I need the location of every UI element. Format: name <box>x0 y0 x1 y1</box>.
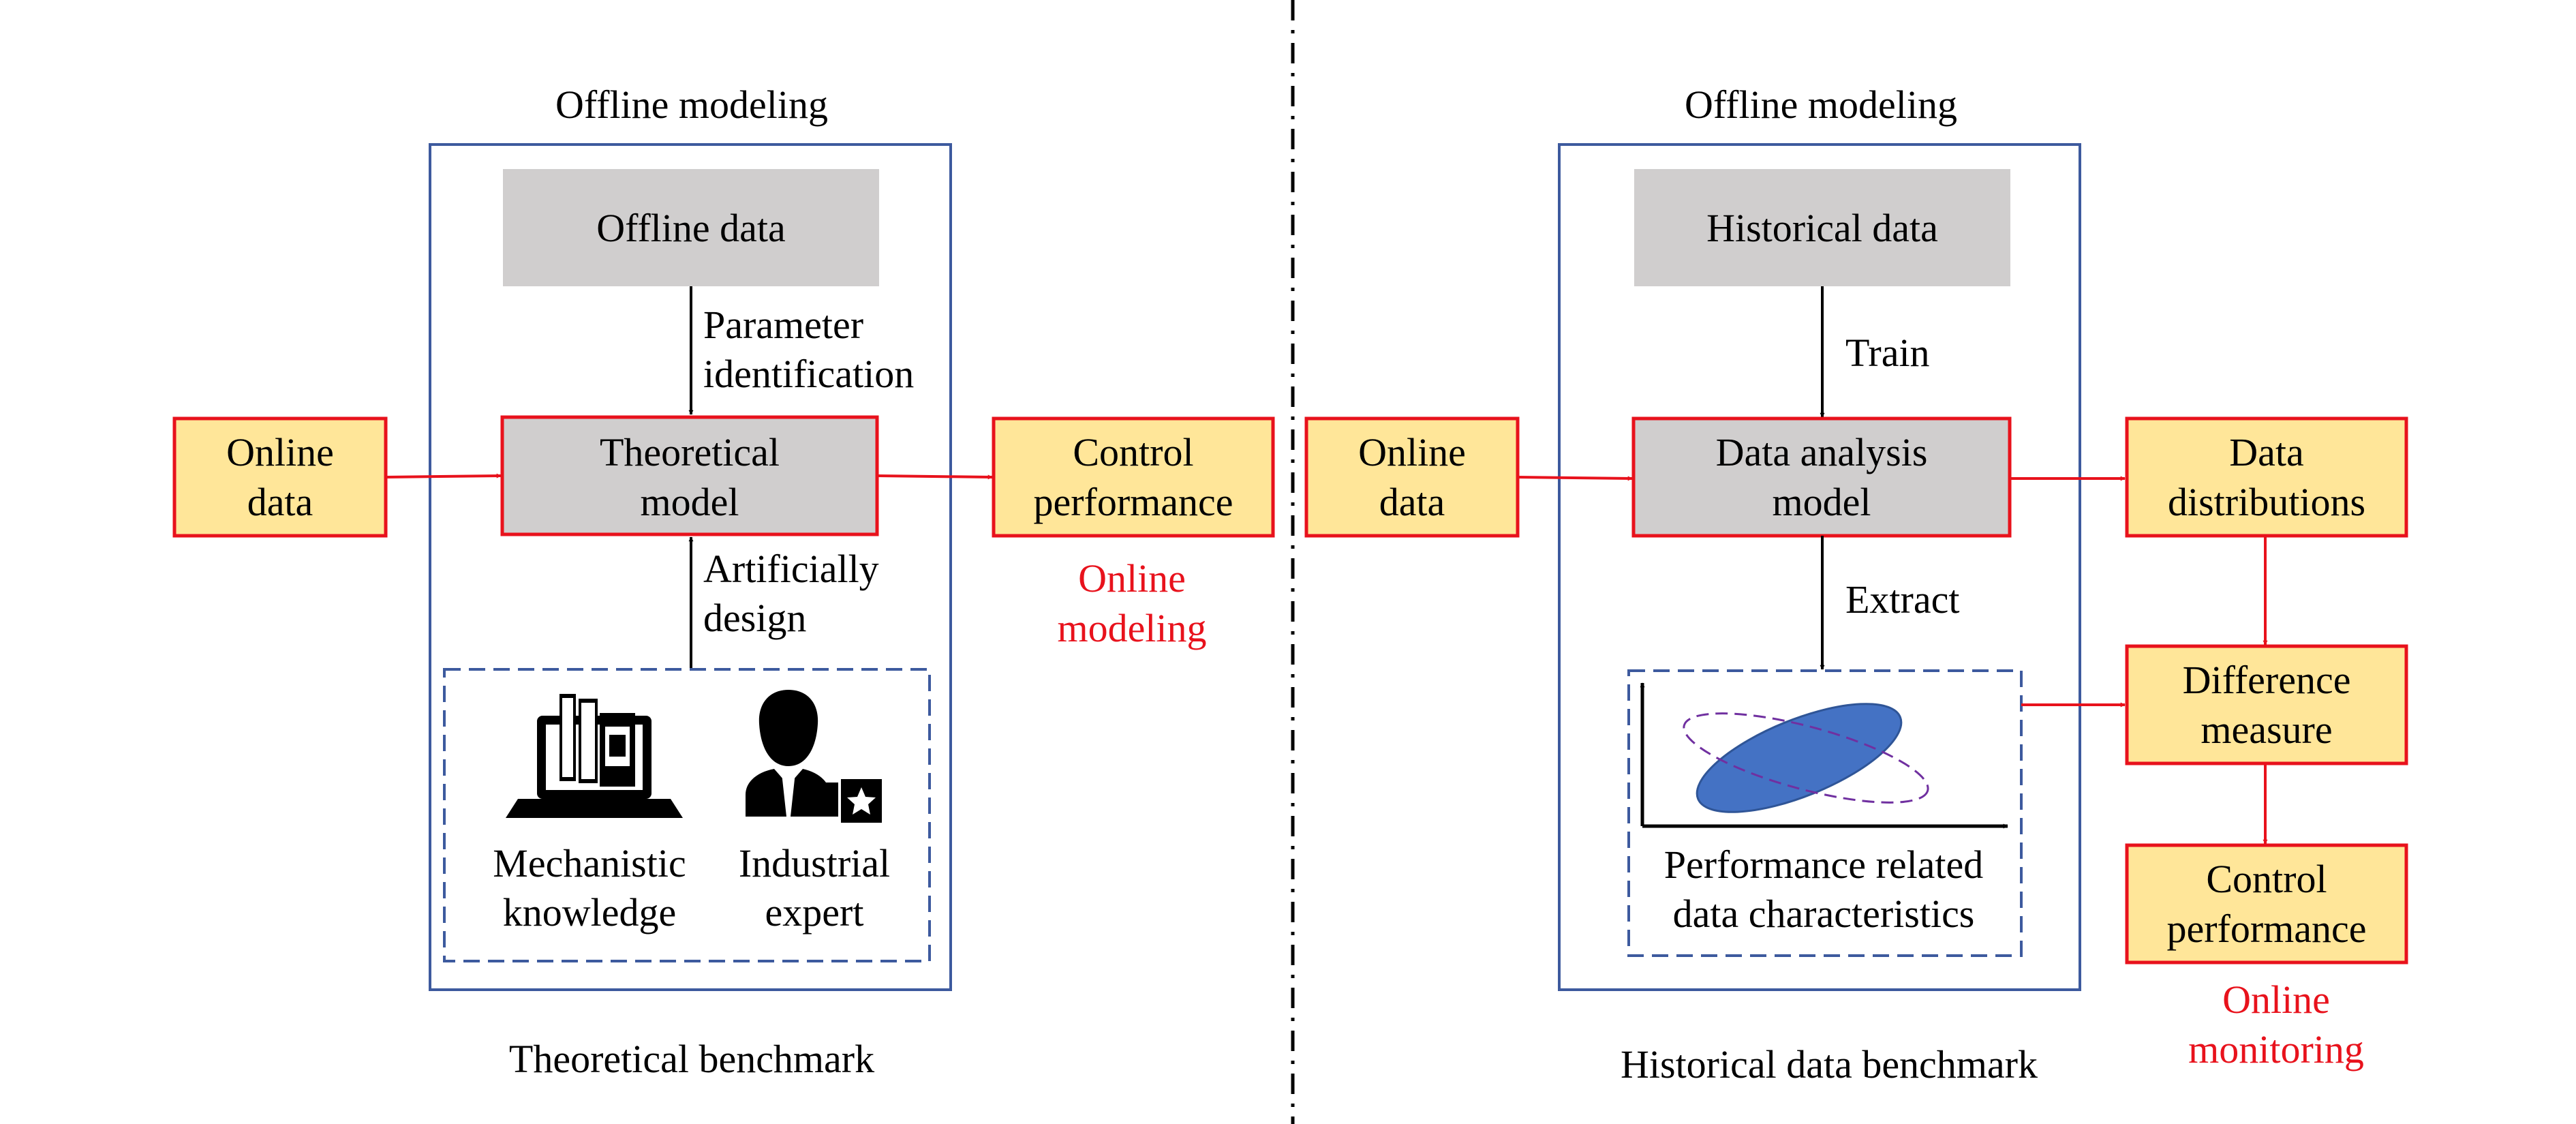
right-online-data-box <box>1304 416 1520 538</box>
extract-label: Extract <box>1845 577 1959 622</box>
right-offline-frame <box>1558 143 2081 991</box>
offline-data-box <box>503 169 879 286</box>
right-control-performance-box <box>2125 843 2408 964</box>
right-panel: Offline modeling Historical data Train D… <box>1304 82 2408 1087</box>
offline-data-label: Offline data <box>596 206 786 250</box>
right-offline-modeling-label: Offline modeling <box>1685 82 1957 127</box>
ellipse-plot-icon <box>1640 682 2008 829</box>
computer-books-icon <box>506 694 683 818</box>
data-distributions-box <box>2125 416 2408 538</box>
left-offline-frame <box>429 143 952 991</box>
right-online-to-model-arrow <box>1517 476 1633 481</box>
analysis-model-box <box>1631 416 2012 538</box>
train-label: Train <box>1845 331 1930 375</box>
left-control-performance-box <box>992 416 1275 538</box>
left-online-data-box <box>172 416 388 538</box>
industrial-expert-icon <box>746 690 882 823</box>
left-offline-modeling-label: Offline modeling <box>555 82 828 127</box>
historical-data-box <box>1634 169 2010 286</box>
left-online-to-model-arrow <box>385 473 502 479</box>
model-to-control-arrow <box>876 474 993 480</box>
historical-benchmark-label: Historical data benchmark <box>1621 1042 2038 1087</box>
historical-data-label: Historical data <box>1706 206 1938 250</box>
knowledge-sources-box <box>443 668 931 962</box>
characteristics-box <box>1627 669 2023 957</box>
theoretical-model-box <box>500 415 879 536</box>
theoretical-benchmark-label: Theoretical benchmark <box>509 1037 874 1081</box>
